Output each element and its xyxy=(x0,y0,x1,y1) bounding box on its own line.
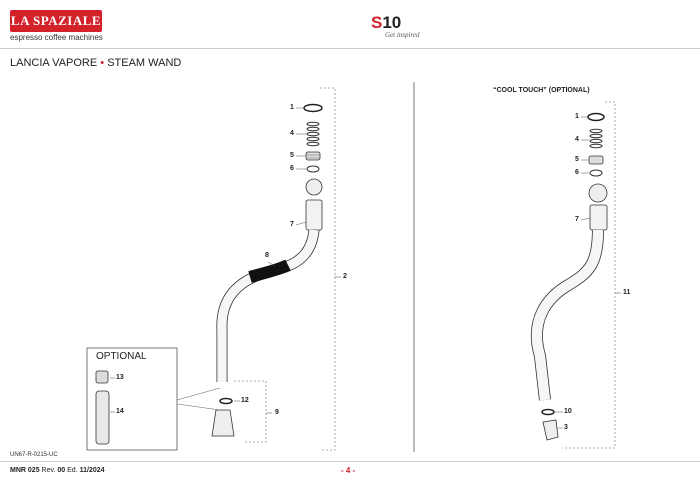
grip-part-8 xyxy=(248,259,291,283)
cool-fitting-part-7 xyxy=(589,204,608,231)
optional-box xyxy=(86,347,178,451)
page-title: LANCIA VAPORE • STEAM WAND xyxy=(10,57,181,69)
brand-logo: LA SPAZIALE xyxy=(10,10,102,32)
cool-oring-part-1 xyxy=(587,112,605,122)
callout-right-7: 7 xyxy=(575,216,579,223)
mnr-number: 025 xyxy=(27,467,40,474)
footer-divider xyxy=(0,461,700,462)
tube-part-14 xyxy=(95,390,110,445)
cool-spring-part-4 xyxy=(589,128,603,149)
callout-left-8: 8 xyxy=(265,252,269,259)
callout-right-5: 5 xyxy=(575,156,579,163)
callout-left-4: 4 xyxy=(290,130,294,137)
model-letter: S xyxy=(371,13,383,32)
rev-label: Rev. xyxy=(41,467,56,474)
title-english: STEAM WAND xyxy=(107,57,182,69)
leader-lines xyxy=(110,107,591,429)
cool-oring-part-10 xyxy=(541,408,555,416)
model-tagline: Get inspired xyxy=(385,31,420,39)
cool-nozzle-part-3 xyxy=(542,419,559,441)
optional-pointer-lower xyxy=(176,403,221,411)
nut-part-13 xyxy=(95,370,109,384)
callout-left-1: 1 xyxy=(290,104,294,111)
ed-date: 11/2024 xyxy=(79,467,105,474)
oring-part-1 xyxy=(303,103,323,113)
cool-ball-joint xyxy=(588,183,608,203)
nut-part-5 xyxy=(305,151,321,161)
brand-subtitle: espresso coffee machines xyxy=(10,33,103,42)
document-code: UN67-R-0215-UC xyxy=(10,452,58,458)
model-number: 10 xyxy=(382,13,402,32)
seal-part-6 xyxy=(306,165,320,173)
callout-left-6: 6 xyxy=(290,165,294,172)
title-separator: • xyxy=(100,57,105,69)
callout-left-9: 9 xyxy=(275,409,279,416)
nozzle-part-9 xyxy=(211,409,235,437)
wand-fitting-part-7 xyxy=(305,199,323,231)
callout-left-2: 2 xyxy=(343,273,347,280)
brand-name: LA SPAZIALE xyxy=(10,13,102,28)
cool-touch-title: “COOL TOUCH” (OPTIONAL) xyxy=(493,87,590,94)
callout-left-5: 5 xyxy=(290,152,294,159)
cool-seal-part-6 xyxy=(589,169,603,177)
mnr-label: MNR xyxy=(10,467,26,474)
callout-left-14: 14 xyxy=(116,408,124,415)
footer-revision: MNR 025 Rev. 00 Ed. 11/2024 xyxy=(10,467,105,474)
model-name: S10 xyxy=(371,13,401,33)
ed-label: Ed. xyxy=(67,467,78,474)
callout-right-4: 4 xyxy=(575,136,579,143)
cool-wand-part-11 xyxy=(531,229,604,401)
spring-part-4 xyxy=(306,121,320,147)
rev-number: 00 xyxy=(57,467,66,474)
callout-left-13: 13 xyxy=(116,374,124,381)
oring-part-12 xyxy=(219,397,233,405)
callout-right-6: 6 xyxy=(575,169,579,176)
ball-joint xyxy=(305,178,323,196)
callout-right-1: 1 xyxy=(575,113,579,120)
title-italian: LANCIA VAPORE xyxy=(10,57,98,69)
page-number: - 4 - xyxy=(341,466,356,475)
callout-right-10: 10 xyxy=(564,408,572,415)
callout-left-7: 7 xyxy=(290,221,294,228)
header-divider xyxy=(0,48,700,49)
callout-left-12: 12 xyxy=(241,397,249,404)
bracket-11 xyxy=(562,101,616,449)
bracket-9 xyxy=(234,380,267,443)
bracket-2 xyxy=(320,87,336,451)
optional-pointer-upper xyxy=(176,387,221,401)
optional-label: OPTIONAL xyxy=(96,351,147,362)
callout-right-3: 3 xyxy=(564,424,568,431)
callout-right-11: 11 xyxy=(623,289,631,296)
cool-nut-part-5 xyxy=(588,155,604,165)
